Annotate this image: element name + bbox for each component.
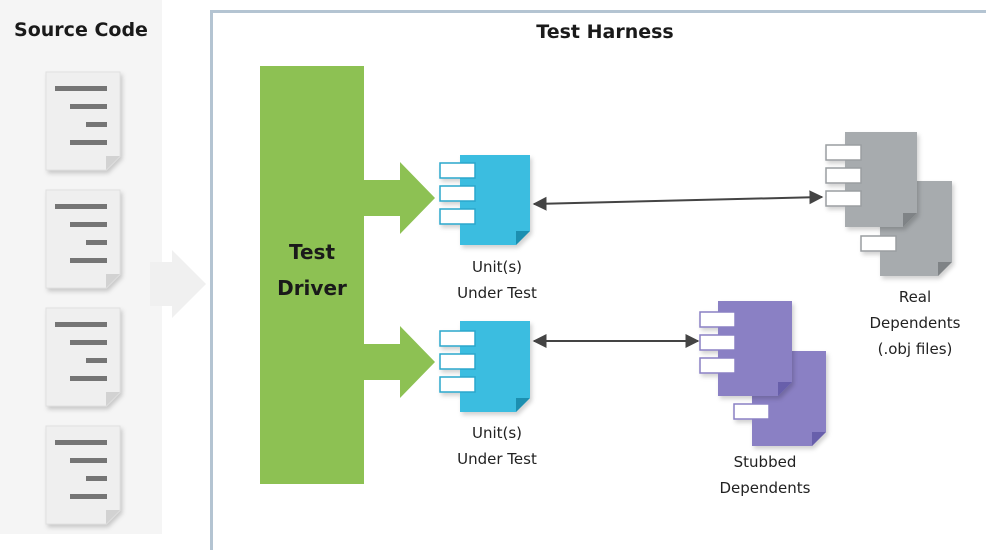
unit-under-test-icon-1 [439, 155, 530, 245]
test-harness-title: Test Harness [536, 21, 674, 43]
real-caption-line1: Real [898, 288, 932, 306]
test-driver-block [260, 66, 364, 484]
source-to-harness-arrow [150, 250, 206, 318]
real-dependent-icon-front [825, 132, 917, 227]
unit-caption-2-line2: Under Test [457, 450, 537, 468]
source-doc-icon-4 [45, 425, 121, 525]
source-code-title: Source Code [14, 19, 148, 41]
source-doc-icon-3 [45, 307, 121, 407]
real-caption-line2: Dependents [869, 314, 961, 332]
unit-under-test-caption-1: Unit(s) Under Test [432, 254, 562, 306]
driver-arrow-top [364, 162, 435, 234]
test-driver-label-line2: Driver [277, 276, 347, 300]
test-driver-label-line1: Test [288, 240, 335, 264]
stubbed-dependent-icon-front [699, 301, 792, 396]
stubbed-dependents-caption: Stubbed Dependents [705, 449, 825, 501]
unit-to-real-connector [532, 190, 824, 211]
unit-under-test-caption-2: Unit(s) Under Test [432, 420, 562, 472]
unit-under-test-icon-2 [439, 321, 530, 412]
harness-diagram [45, 66, 952, 525]
unit-caption-1-line1: Unit(s) [471, 258, 523, 276]
real-dependents-caption: Real Dependents (.obj files) [855, 284, 975, 362]
unit-caption-1-line2: Under Test [457, 284, 537, 302]
stub-caption-line1: Stubbed [733, 453, 797, 471]
stub-caption-line2: Dependents [719, 479, 811, 497]
source-doc-icon-2 [45, 189, 121, 289]
test-driver-label: Test Driver [260, 234, 364, 306]
driver-arrow-bottom [364, 326, 435, 398]
unit-caption-2-line1: Unit(s) [471, 424, 523, 442]
source-doc-icon-1 [45, 71, 121, 171]
real-caption-line3: (.obj files) [877, 340, 953, 358]
